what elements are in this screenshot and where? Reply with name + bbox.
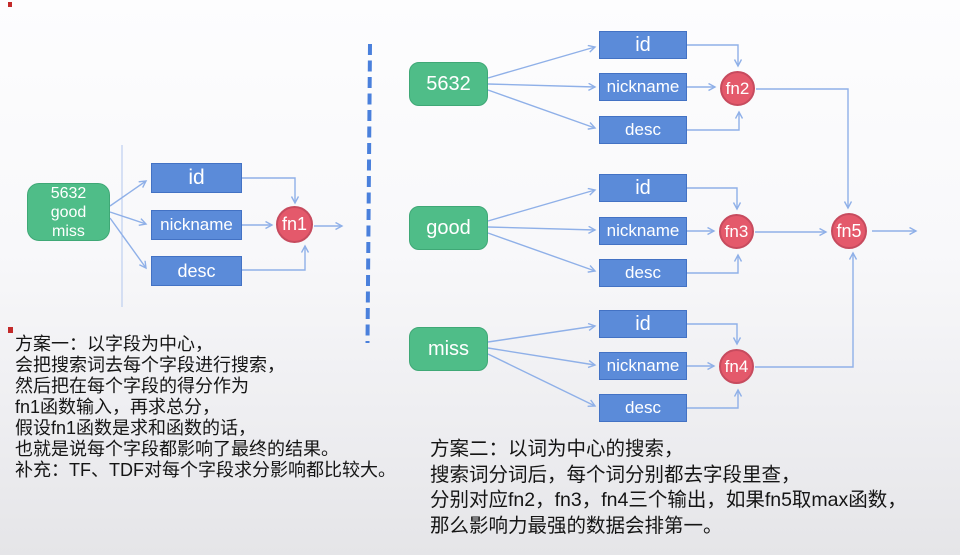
scheme2-group3-connectors bbox=[487, 231, 916, 409]
scheme2-fn5-node: fn5 bbox=[831, 213, 867, 249]
scheme1-connectors bbox=[109, 145, 342, 307]
scheme2-g3-field-nickname: nickname bbox=[599, 352, 687, 380]
artifact-mark-top bbox=[8, 2, 12, 7]
description-line: 方案二：以词为中心的搜索， bbox=[430, 438, 684, 460]
description-line: 假设fn1函数是求和函数的话， bbox=[15, 418, 257, 438]
description-line: 方案一：以字段为中心， bbox=[15, 334, 213, 354]
connector-g2-id-to-fn3 bbox=[687, 187, 737, 209]
connector-s1-desc-to-fn1 bbox=[242, 246, 305, 271]
connector-s1-query-to-desc bbox=[109, 217, 146, 268]
scheme2-group2-connectors bbox=[487, 187, 826, 274]
query-line: miss bbox=[52, 222, 85, 240]
connector-g1-query-to-id bbox=[487, 47, 595, 79]
scheme1-description: 方案一：以字段为中心， 会把搜索词去每个字段进行搜索， 然后把在每个字段的得分作… bbox=[15, 334, 396, 481]
artifact-mark-left bbox=[8, 327, 13, 333]
connector-s1-id-to-fn1 bbox=[242, 177, 295, 203]
scheme2-description: 方案二：以词为中心的搜索， 搜索词分词后，每个词分别都去字段里查， 分别对应fn… bbox=[430, 437, 907, 539]
connector-g2-query-to-nickname bbox=[487, 227, 595, 230]
connector-g1-query-to-desc bbox=[487, 89, 595, 128]
connector-s1-query-to-id bbox=[109, 181, 146, 207]
description-line: 然后把在每个字段的得分作为 bbox=[15, 376, 249, 396]
description-line: 搜索词分词后，每个词分别都去字段里查， bbox=[430, 463, 801, 486]
scheme1-fn1-node: fn1 bbox=[276, 206, 313, 243]
scheme1-field-id: id bbox=[151, 163, 242, 193]
scheme2-g2-field-id: id bbox=[599, 174, 687, 202]
scheme2-fn4-node: fn4 bbox=[719, 349, 754, 384]
query-line: 5632 bbox=[50, 184, 87, 202]
description-line: 那么影响力最强的数据会排第一。 bbox=[430, 514, 723, 537]
query-line: good bbox=[50, 203, 87, 221]
scheme2-query-miss: miss bbox=[409, 327, 488, 371]
description-line: 分别对应fn2，fn3，fn4三个输出，如果fn5取max函数， bbox=[430, 489, 907, 511]
scheme2-g2-field-nickname: nickname bbox=[599, 217, 687, 245]
description-line: 也就是说每个字段都影响了最终的结果。 bbox=[15, 439, 339, 459]
scheme2-g1-field-desc: desc bbox=[599, 116, 687, 144]
scheme2-fn3-node: fn3 bbox=[719, 214, 754, 249]
description-line: 会把搜索词去每个字段进行搜索， bbox=[15, 355, 285, 375]
connector-g3-desc-to-fn4 bbox=[687, 390, 738, 409]
scheme2-g3-field-id: id bbox=[599, 310, 687, 338]
scheme2-query-good: good bbox=[409, 206, 488, 250]
connector-fn4-to-fn5 bbox=[755, 253, 853, 368]
connector-g3-query-to-desc bbox=[487, 353, 595, 406]
scheme1-query-node: 5632 good miss bbox=[27, 183, 110, 241]
connector-fn2-to-fn5 bbox=[756, 88, 848, 208]
scheme1-field-desc: desc bbox=[151, 256, 242, 286]
description-line: fn1函数输入，再求总分， bbox=[15, 397, 221, 417]
scheme2-g3-field-desc: desc bbox=[599, 394, 687, 422]
scheme2-g1-field-id: id bbox=[599, 31, 687, 59]
description-line: 补充：TF、TDF对每个字段求分影响都比较大。 bbox=[15, 460, 396, 480]
connector-g2-query-to-desc bbox=[487, 232, 595, 271]
connector-g2-query-to-id bbox=[487, 190, 595, 222]
scheme2-group1-connectors bbox=[487, 44, 848, 208]
connector-g3-query-to-id bbox=[487, 326, 595, 343]
connector-g2-desc-to-fn3 bbox=[687, 255, 738, 274]
connector-g3-id-to-fn4 bbox=[687, 323, 737, 344]
section-divider-dashed-line bbox=[365, 43, 372, 344]
connector-s1-query-to-nickname bbox=[109, 211, 146, 224]
connector-g1-query-to-nickname bbox=[487, 84, 595, 87]
scheme2-query-5632: 5632 bbox=[409, 62, 488, 106]
scheme1-field-nickname: nickname bbox=[151, 210, 242, 240]
connector-g3-query-to-nickname bbox=[487, 347, 595, 365]
connector-g1-id-to-fn2 bbox=[687, 44, 738, 66]
scheme2-g1-field-nickname: nickname bbox=[599, 73, 687, 101]
scheme2-g2-field-desc: desc bbox=[599, 259, 687, 287]
connector-g1-desc-to-fn2 bbox=[687, 112, 739, 131]
scheme2-fn2-node: fn2 bbox=[720, 71, 755, 106]
